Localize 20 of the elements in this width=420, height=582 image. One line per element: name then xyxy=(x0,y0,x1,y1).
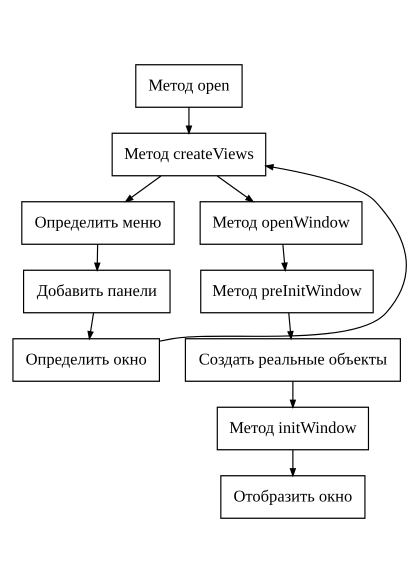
node-box: Определить меню xyxy=(21,200,175,244)
node-box: Метод createViews xyxy=(112,132,266,176)
node-box: Метод openWindow xyxy=(200,200,363,244)
node-box: Определить окно xyxy=(12,338,160,382)
arrow xyxy=(186,106,192,135)
arrow xyxy=(159,163,407,342)
arrow xyxy=(124,174,162,202)
arrow xyxy=(287,312,294,340)
arrow xyxy=(216,174,255,202)
arrow xyxy=(290,449,296,478)
node-box: Отобразить окно xyxy=(220,474,366,518)
arrow xyxy=(281,244,288,272)
arrow xyxy=(94,244,101,272)
node-box: Метод preInitWindow xyxy=(200,269,374,313)
node-box: Метод open xyxy=(135,64,243,108)
arrow xyxy=(290,380,296,409)
node-box: Добавить панели xyxy=(23,269,171,313)
arrow xyxy=(87,312,94,340)
node-box: Создать реальные объекты xyxy=(184,338,401,382)
node-box: Метод initWindow xyxy=(216,406,370,450)
